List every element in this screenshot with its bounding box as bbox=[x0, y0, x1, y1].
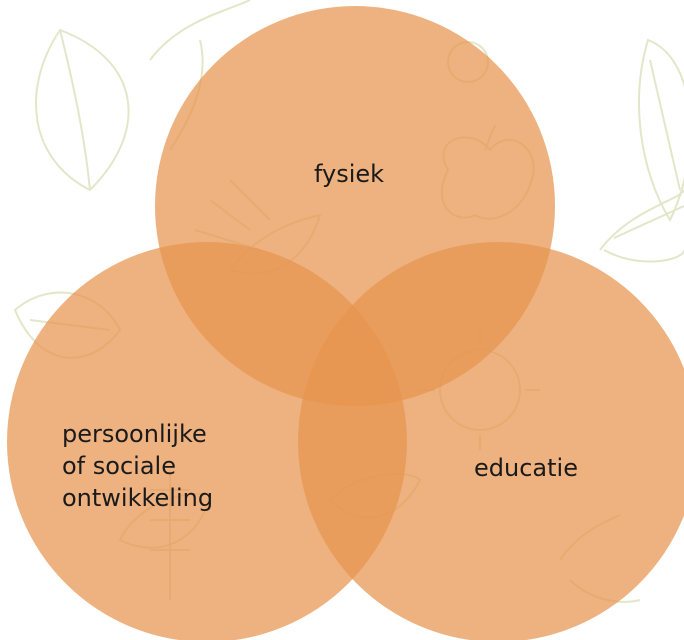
label-persoonlijke-ontwikkeling: persoonlijke of sociale ontwikkeling bbox=[62, 418, 213, 514]
leaf-outline-right bbox=[599, 189, 684, 263]
circle-persoonlijke-ontwikkeling bbox=[7, 242, 407, 640]
label-educatie: educatie bbox=[474, 454, 578, 482]
label-line: ontwikkeling bbox=[62, 484, 214, 512]
circle-educatie bbox=[298, 242, 684, 640]
leaf-outline-top-right bbox=[638, 38, 684, 223]
label-fysiek: fysiek bbox=[314, 160, 385, 188]
label-line: persoonlijke bbox=[62, 420, 207, 448]
leaf-outline-top-left bbox=[35, 28, 130, 192]
label-line: of sociale bbox=[62, 452, 176, 480]
